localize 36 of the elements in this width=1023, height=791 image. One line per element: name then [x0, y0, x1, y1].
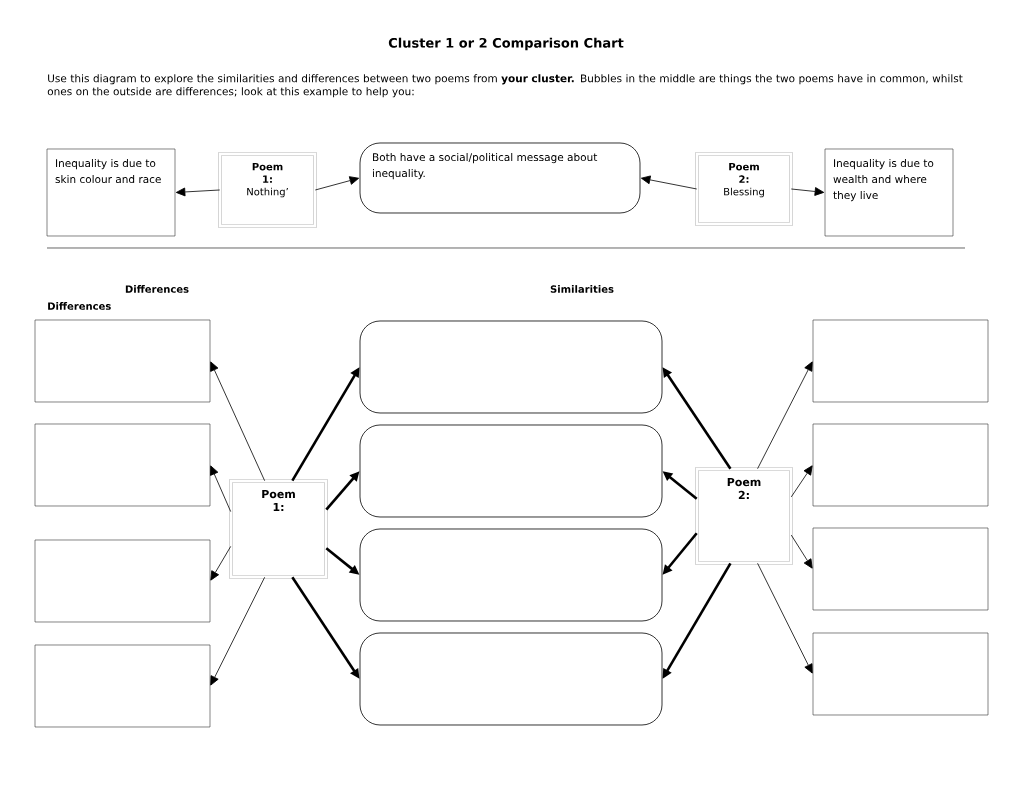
text-box [34, 539, 211, 623]
text-box [34, 319, 211, 403]
text-box: Inequality is due to skin colour and race [46, 148, 176, 237]
bubble [359, 632, 663, 726]
text-box [34, 423, 211, 507]
arrow [757, 361, 813, 470]
section-heading: Differences [125, 285, 189, 293]
section-heading: Differences [48, 302, 111, 310]
arrow [640, 175, 698, 190]
arrow [210, 546, 232, 581]
title: Cluster 1 or 2 Comparison Chart [388, 37, 624, 51]
arrow [790, 187, 825, 196]
text-box [812, 632, 989, 716]
poem-box: Poem 1: [229, 479, 328, 579]
arrow [210, 465, 232, 512]
arrow [757, 562, 813, 674]
arrow [175, 187, 221, 197]
text-box [812, 423, 989, 507]
arrow [790, 534, 813, 569]
text-box [34, 644, 211, 728]
bubble: Both have a social/political message about inequality. [359, 142, 641, 214]
text-box [812, 319, 989, 403]
poem-box: Poem 2: [695, 467, 793, 565]
bubble [359, 320, 663, 414]
section-heading: Similarities [550, 285, 614, 293]
arrow [790, 465, 813, 498]
poem-box: Poem 1: Nothing’ [218, 152, 317, 228]
arrow [314, 176, 360, 191]
instructions: Use this diagram to explore the similarities and differences between two poems from your cluster. Bubbles in the middle are things the two poems have in common, whilst ones on the outside are differences; look at this example to help you: [47, 74, 963, 98]
bubble [359, 424, 663, 518]
poem-box: Poem 2: Blessing [695, 152, 793, 226]
arrow [210, 361, 266, 482]
text-box: Inequality is due to wealth and where they live [824, 148, 954, 237]
arrow [210, 576, 266, 686]
text-box [812, 527, 989, 611]
bubble [359, 528, 663, 622]
